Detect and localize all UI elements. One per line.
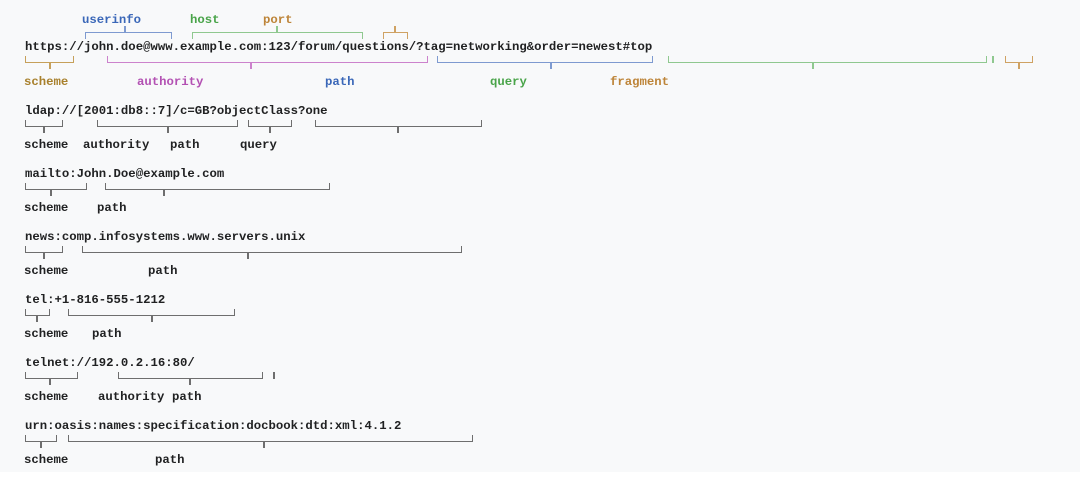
authority-brace-tick (167, 127, 169, 133)
port-bracket (383, 32, 408, 39)
uri-text: ldap://[2001:db8::7]/c=GB?objectClass?on… (25, 104, 328, 118)
scheme-brace-tick (36, 316, 38, 322)
query-brace-tick (812, 63, 814, 69)
authority-brace-tick (250, 63, 252, 69)
scheme-label: scheme (24, 75, 69, 89)
authority-brace (97, 120, 238, 127)
scheme-label: scheme (24, 327, 69, 341)
path-brace (68, 309, 235, 316)
scheme-label: scheme (24, 201, 69, 215)
fragment-brace (1005, 56, 1033, 63)
path-brace (82, 246, 462, 253)
uri-text: news:comp.infosystems.www.servers.unix (25, 230, 306, 244)
path-label: path (92, 327, 122, 341)
uri-text: tel:+1-816-555-1212 (25, 293, 166, 307)
fragment-label: fragment (610, 75, 670, 89)
fragment-brace-tick (1018, 63, 1020, 69)
userinfo-bracket-tick (124, 26, 126, 32)
authority-brace-tick (189, 379, 191, 385)
query-brace (315, 120, 482, 127)
uri-text: urn:oasis:names:specification:docbook:dt… (25, 419, 402, 433)
scheme-brace (25, 309, 50, 316)
uri-text: https://john.doe@www.example.com:123/for… (25, 40, 653, 54)
scheme-label: scheme (24, 264, 69, 278)
scheme-label: scheme (24, 390, 69, 404)
authority-brace (118, 372, 263, 379)
path-mark (273, 372, 275, 379)
host-bracket (192, 32, 363, 39)
scheme-brace-tick (50, 190, 52, 196)
query-label: query (240, 138, 277, 152)
query-brace-end-mark (992, 56, 994, 63)
path-brace (248, 120, 292, 127)
host-label: host (190, 13, 220, 27)
host-bracket-tick (276, 26, 278, 32)
scheme-brace (25, 56, 74, 63)
path-label: path (172, 390, 202, 404)
scheme-brace (25, 120, 63, 127)
path-brace-tick (269, 127, 271, 133)
authority-label: authority (83, 138, 150, 152)
uri-text: mailto:John.Doe@example.com (25, 167, 225, 181)
scheme-brace-tick (43, 127, 45, 133)
path-brace (68, 435, 473, 442)
authority-label: authority (98, 390, 165, 404)
path-label: path (325, 75, 355, 89)
scheme-brace (25, 183, 87, 190)
authority-brace (107, 56, 428, 63)
query-label: query (490, 75, 527, 89)
path-brace-tick (151, 316, 153, 322)
userinfo-bracket (85, 32, 172, 39)
path-brace-tick (163, 190, 165, 196)
path-brace (437, 56, 653, 63)
userinfo-label: userinfo (82, 13, 142, 27)
scheme-brace-tick (49, 63, 51, 69)
query-brace (668, 56, 987, 63)
scheme-brace-tick (40, 442, 42, 448)
scheme-label: scheme (24, 453, 69, 467)
scheme-brace-tick (43, 253, 45, 259)
scheme-label: scheme (24, 138, 69, 152)
authority-label: authority (137, 75, 204, 89)
scheme-brace (25, 246, 63, 253)
path-label: path (170, 138, 200, 152)
query-brace-tick (397, 127, 399, 133)
path-brace-tick (550, 63, 552, 69)
path-brace (105, 183, 330, 190)
scheme-brace (25, 372, 78, 379)
path-brace-tick (263, 442, 265, 448)
path-label: path (148, 264, 178, 278)
port-bracket-tick (394, 26, 396, 32)
port-label: port (263, 13, 293, 27)
path-brace-tick (247, 253, 249, 259)
page-bottom-strip (0, 472, 1080, 481)
scheme-brace (25, 435, 57, 442)
path-label: path (155, 453, 185, 467)
uri-text: telnet://192.0.2.16:80/ (25, 356, 195, 370)
scheme-brace-tick (49, 379, 51, 385)
path-label: path (97, 201, 127, 215)
